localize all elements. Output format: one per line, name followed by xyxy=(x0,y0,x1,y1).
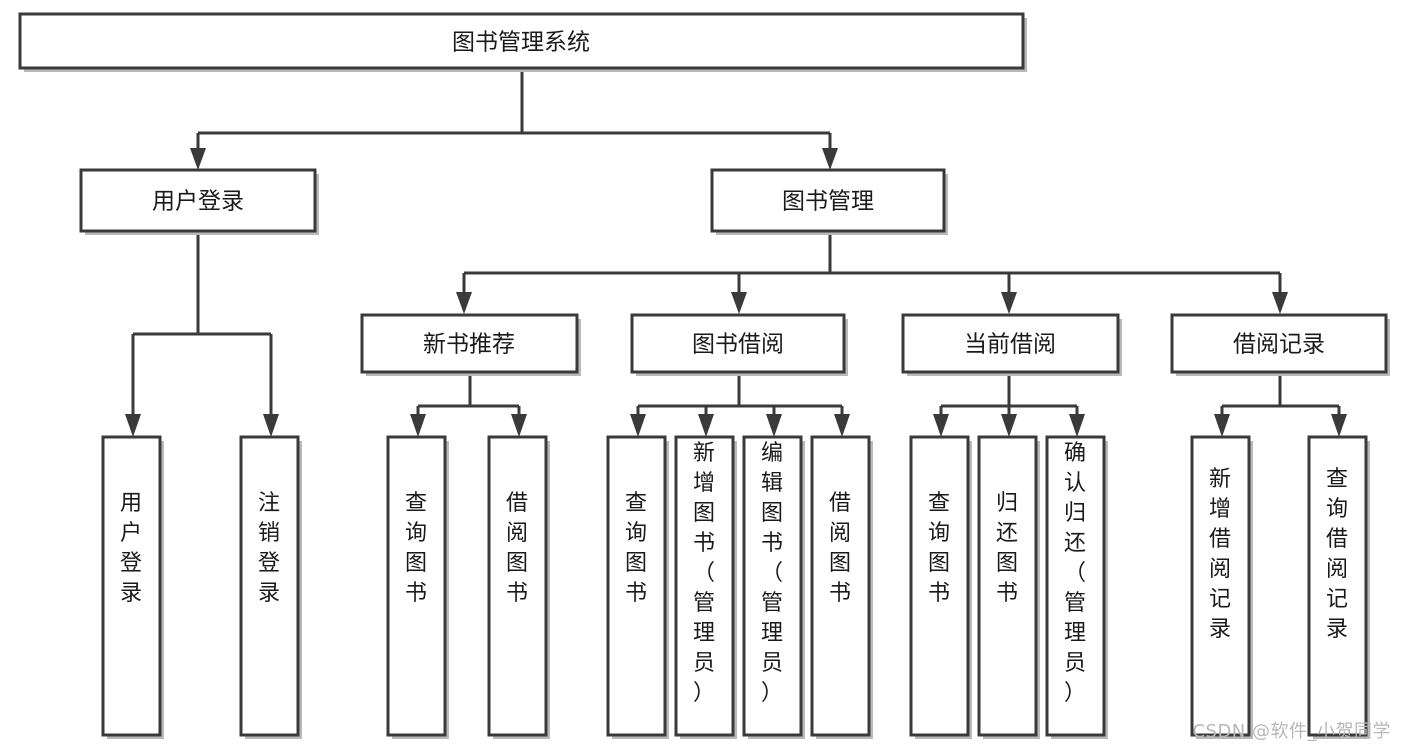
node-borrow-record-box xyxy=(1170,313,1388,374)
arrow-user-login-c1 xyxy=(125,414,141,437)
arrow-currentborrow-c2 xyxy=(1001,414,1017,437)
node-new-book-recommend[interactable]: 新书推荐 xyxy=(360,313,581,376)
arrow-bookborrow-c1 xyxy=(630,414,646,437)
node-current-borrow-label: 当前借阅 xyxy=(964,332,1056,358)
leaf-add-record[interactable]: 新增借阅记录 xyxy=(1190,435,1253,739)
node-current-borrow[interactable]: 当前借阅 xyxy=(901,313,1122,376)
leaf-return-book[interactable]: 归还图书 xyxy=(977,435,1040,739)
arrow-borrowrecord-c1 xyxy=(1214,414,1230,437)
leaf-borrow-book-1-box xyxy=(487,435,548,737)
leaf-return-book-box xyxy=(977,435,1038,737)
connector-group xyxy=(125,69,1347,437)
leaf-add-record-box xyxy=(1190,435,1251,737)
leaf-user-login-box xyxy=(101,435,162,737)
leaf-user-logout[interactable]: 注销登录 xyxy=(239,435,302,739)
leaf-edit-book-label: 编辑图书（管理员） xyxy=(761,441,783,706)
node-user-login-box xyxy=(79,168,317,233)
leaf-borrow-book-1[interactable]: 借阅图书 xyxy=(487,435,550,739)
node-book-manage-box xyxy=(710,168,946,233)
leaf-confirm-return-box xyxy=(1045,435,1106,737)
node-root[interactable]: 图书管理系统 xyxy=(18,12,1027,72)
csdn-watermark: CSDN @软件_小贺同学 xyxy=(1192,721,1391,742)
leaf-user-login[interactable]: 用户登录 xyxy=(101,435,164,739)
node-current-borrow-box xyxy=(901,313,1120,374)
leaf-add-record-label: 新增借阅记录 xyxy=(1209,467,1231,642)
leaf-query-record[interactable]: 查询借阅记录 xyxy=(1307,435,1370,739)
leaf-query-record-box xyxy=(1307,435,1368,737)
leaf-user-login-label: 用户登录 xyxy=(120,491,142,606)
leaf-confirm-return-label: 确认归还（管理员） xyxy=(1064,441,1086,706)
leaf-add-book-label: 新增图书（管理员） xyxy=(693,441,715,706)
arrow-newbook-c1 xyxy=(410,414,426,437)
leaf-return-book-label: 归还图书 xyxy=(996,491,1018,606)
leaf-query-book-3-label: 查询图书 xyxy=(928,491,950,606)
arrow-bm-to-borrowrecord xyxy=(1272,292,1288,314)
node-new-book-recommend-label: 新书推荐 xyxy=(423,332,515,358)
arrow-bm-to-bookborrow xyxy=(731,292,747,314)
node-book-borrow[interactable]: 图书借阅 xyxy=(630,313,848,376)
node-root-box xyxy=(18,12,1025,70)
leaf-user-logout-label: 注销登录 xyxy=(258,491,280,606)
leaf-query-book-3-box xyxy=(909,435,970,737)
node-book-manage-label: 图书管理 xyxy=(782,189,874,215)
leaf-query-book-3[interactable]: 查询图书 xyxy=(909,435,972,739)
leaf-confirm-return[interactable]: 确认归还（管理员） xyxy=(1045,435,1108,739)
leaf-query-record-label: 查询借阅记录 xyxy=(1326,467,1348,642)
arrow-borrowrecord-c2 xyxy=(1331,414,1347,437)
arrow-bm-to-currentborrow xyxy=(1001,292,1017,314)
node-book-manage[interactable]: 图书管理 xyxy=(710,168,948,235)
arrow-root-to-book-manage xyxy=(822,148,838,170)
arrow-bookborrow-c2 xyxy=(698,414,714,437)
leaf-edit-book[interactable]: 编辑图书（管理员） xyxy=(742,435,805,739)
arrow-newbook-c2 xyxy=(511,414,527,437)
arrow-bm-to-newbook xyxy=(456,292,472,314)
node-root-label: 图书管理系统 xyxy=(452,30,590,56)
leaf-add-book-box xyxy=(674,435,735,737)
leaf-query-book-2-box xyxy=(606,435,667,737)
leaf-query-book-1-label: 查询图书 xyxy=(405,491,427,606)
leaf-edit-book-box xyxy=(742,435,803,737)
leaf-borrow-book-1-label: 借阅图书 xyxy=(506,491,528,606)
leaf-query-book-2[interactable]: 查询图书 xyxy=(606,435,669,739)
leaf-borrow-book-2[interactable]: 借阅图书 xyxy=(810,435,873,739)
node-book-borrow-label: 图书借阅 xyxy=(692,332,784,358)
node-borrow-record-label: 借阅记录 xyxy=(1233,332,1325,358)
arrow-root-to-user-login xyxy=(190,148,206,170)
node-user-login-label: 用户登录 xyxy=(152,189,244,215)
leaf-borrow-book-2-label: 借阅图书 xyxy=(829,491,851,606)
node-new-book-recommend-box xyxy=(360,313,579,374)
arrow-currentborrow-c3 xyxy=(1069,414,1085,437)
arrow-user-login-c2 xyxy=(263,414,279,437)
node-book-borrow-box xyxy=(630,313,846,374)
leaf-borrow-book-2-box xyxy=(810,435,871,737)
leaf-user-logout-box xyxy=(239,435,300,737)
leaf-query-book-1[interactable]: 查询图书 xyxy=(386,435,449,739)
node-user-login[interactable]: 用户登录 xyxy=(79,168,319,235)
arrow-bookborrow-c4 xyxy=(834,414,850,437)
arrow-bookborrow-c3 xyxy=(766,414,782,437)
leaf-add-book[interactable]: 新增图书（管理员） xyxy=(674,435,737,739)
leaf-query-book-1-box xyxy=(386,435,447,737)
node-borrow-record[interactable]: 借阅记录 xyxy=(1170,313,1390,376)
leaf-query-book-2-label: 查询图书 xyxy=(625,491,647,606)
arrow-currentborrow-c1 xyxy=(933,414,949,437)
